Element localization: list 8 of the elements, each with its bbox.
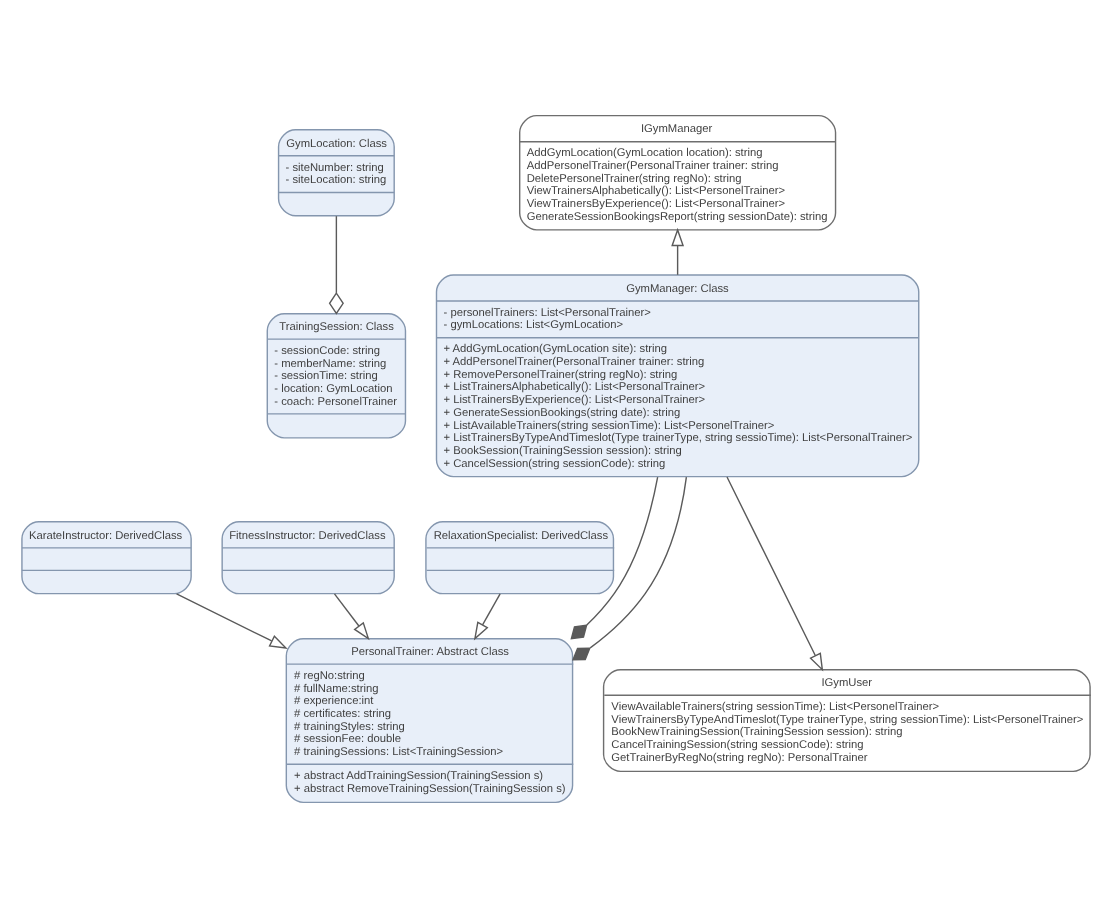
arrow	[473, 593, 501, 641]
connector	[570, 476, 659, 640]
arrow	[726, 476, 824, 672]
connector	[571, 476, 688, 661]
connector	[328, 215, 344, 315]
arrow	[671, 227, 685, 276]
arrow	[175, 593, 288, 649]
arrow	[333, 593, 370, 641]
